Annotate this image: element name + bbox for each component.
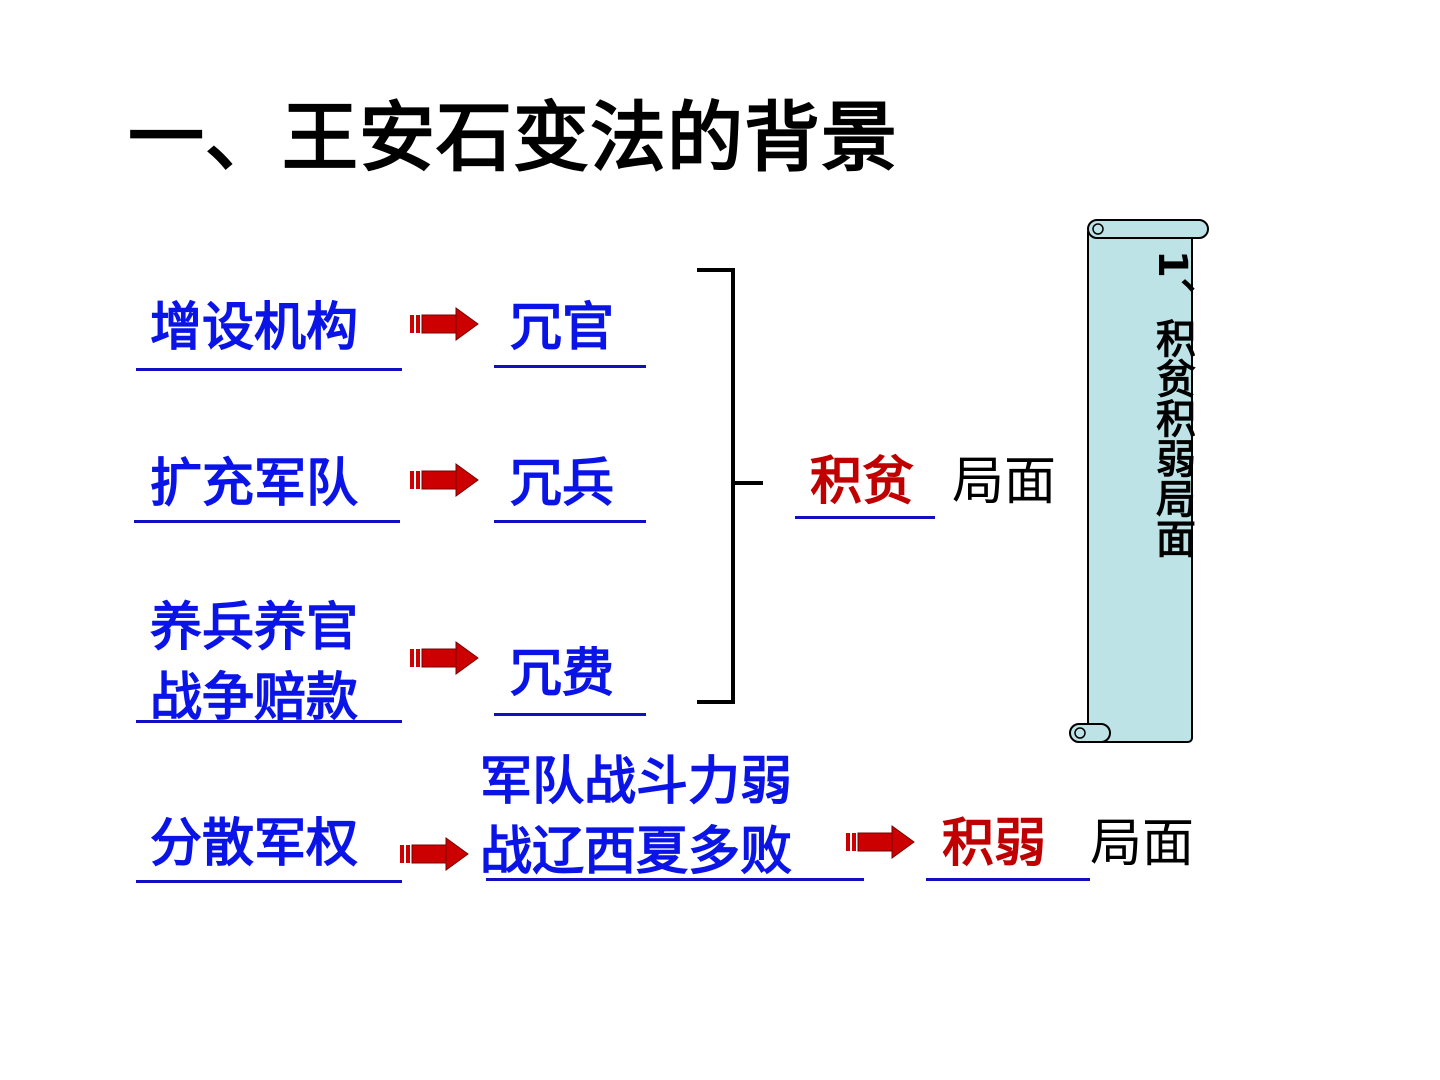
result-defeats-liao-xixia: 战辽西夏多败 <box>480 822 793 882</box>
bracket-tick <box>735 481 763 485</box>
result-redundant-officials: 冗官 <box>510 298 615 358</box>
arrow-right-icon <box>846 825 915 859</box>
cause-expand-army: 扩充军队 <box>150 454 359 514</box>
grouping-bracket <box>697 268 735 704</box>
answer-underline <box>134 520 400 523</box>
answer-underline <box>494 520 646 523</box>
answer-underline <box>494 713 646 716</box>
arrow-right-icon <box>410 641 479 675</box>
result-redundant-expenses: 冗费 <box>510 644 615 704</box>
answer-underline <box>136 368 402 371</box>
answer-underline <box>136 880 402 883</box>
page-title: 一、王安石变法的背景 <box>128 93 898 182</box>
cause-support-troops-officials: 养兵养官 <box>150 598 359 658</box>
arrow-right-icon <box>410 463 479 497</box>
outcome-poverty-answer: 积贫 <box>810 452 915 512</box>
result-redundant-soldiers: 冗兵 <box>510 454 615 514</box>
answer-underline <box>136 720 402 723</box>
outcome-weakness-suffix: 局面 <box>1090 814 1195 874</box>
answer-underline <box>926 878 1090 881</box>
cause-expand-institutions: 增设机构 <box>150 298 359 358</box>
arrow-right-icon <box>400 837 469 871</box>
scroll-banner <box>1069 219 1209 743</box>
result-weak-army: 军队战斗力弱 <box>480 752 793 812</box>
answer-underline <box>494 365 646 368</box>
answer-underline <box>486 878 864 881</box>
arrow-right-icon <box>410 307 479 341</box>
outcome-weakness-answer: 积弱 <box>942 814 1047 874</box>
scroll-heading: 1、积贫积弱局面 <box>1149 250 1195 558</box>
cause-war-indemnity: 战争赔款 <box>150 668 359 728</box>
cause-disperse-military-power: 分散军权 <box>150 814 359 874</box>
outcome-poverty-suffix: 局面 <box>952 452 1057 512</box>
answer-underline <box>795 516 935 519</box>
